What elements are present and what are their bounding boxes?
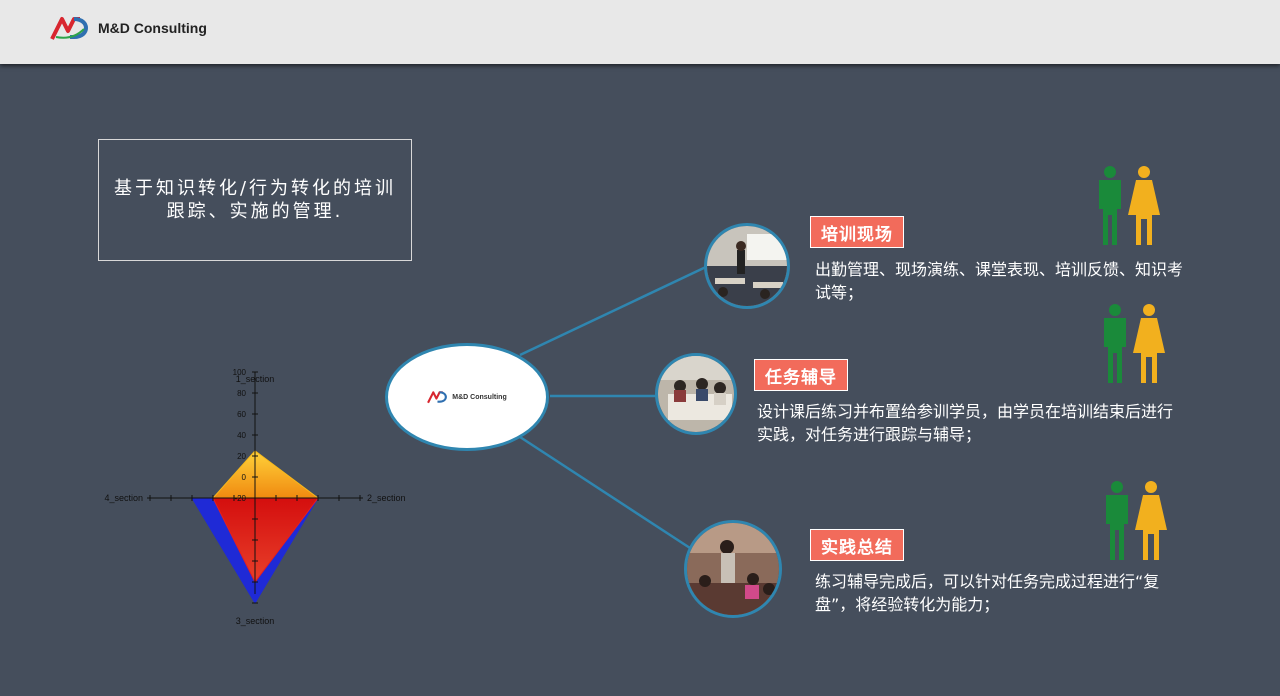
md-logo-icon: [427, 391, 448, 404]
desc-task-coaching: 设计课后练习并布置给参训学员，由学员在培训结束后进行实践，对任务进行跟踪与辅导；: [757, 402, 1174, 444]
female-icon: [1135, 481, 1167, 560]
practice-summary-photo: [684, 520, 782, 618]
desc-practice-summary: 练习辅导完成后，可以针对任务完成过程进行“复盘”，将经验转化为能力；: [815, 572, 1160, 614]
desc-training-site: 出勤管理、现场演练、课堂表现、培训反馈、知识考试等；: [815, 260, 1184, 302]
people-icon: [1106, 481, 1167, 560]
badge-task-coaching: 任务辅导: [754, 359, 848, 391]
female-icon: [1128, 166, 1160, 245]
training-site-photo: [704, 223, 790, 309]
male-icon: [1106, 481, 1128, 560]
radar-tick-label: 20: [237, 452, 246, 461]
people-icon: [1099, 166, 1160, 245]
radar-tick-label: -20: [234, 494, 246, 503]
badge-training-site: 培训现场: [810, 216, 904, 248]
radar-category-label: 2_section: [367, 493, 406, 503]
female-icon: [1133, 304, 1165, 383]
radar-tick-label: 60: [237, 410, 246, 419]
radar-tick-label: 40: [237, 431, 246, 440]
intro-text: 基于知识转化/行为转化的培训跟踪、实施的管理.: [113, 178, 397, 222]
task-coaching-photo: [655, 353, 737, 435]
radar-category-label: 4_section: [104, 493, 143, 503]
hub-brand: M&D Consulting: [452, 393, 507, 401]
connector-line-1: [519, 264, 709, 357]
md-logo-icon: [50, 17, 88, 40]
header-bar: M&D Consulting: [0, 0, 1280, 64]
intro-box: 基于知识转化/行为转化的培训跟踪、实施的管理.: [98, 139, 412, 261]
radar-series-3: [211, 450, 320, 499]
radar-tick-label: 100: [233, 368, 247, 377]
radar-chart: 100 80 60 40 20 0 -20 1_section 2_section 3_secti…: [104, 368, 406, 626]
brand-logo[interactable]: M&D Consulting: [50, 14, 207, 42]
male-icon: [1099, 166, 1121, 245]
hub-circle: M&D Consulting: [385, 343, 549, 451]
radar-tick-label: 0: [242, 473, 247, 482]
people-icon: [1104, 304, 1165, 383]
male-icon: [1104, 304, 1126, 383]
radar-category-label: 3_section: [236, 616, 275, 626]
brand-name: M&D Consulting: [98, 20, 207, 36]
radar-tick-label: 80: [237, 389, 246, 398]
badge-practice-summary: 实践总结: [810, 529, 904, 561]
connector-line-3: [519, 435, 691, 550]
radar-category-label: 1_section: [236, 374, 275, 384]
